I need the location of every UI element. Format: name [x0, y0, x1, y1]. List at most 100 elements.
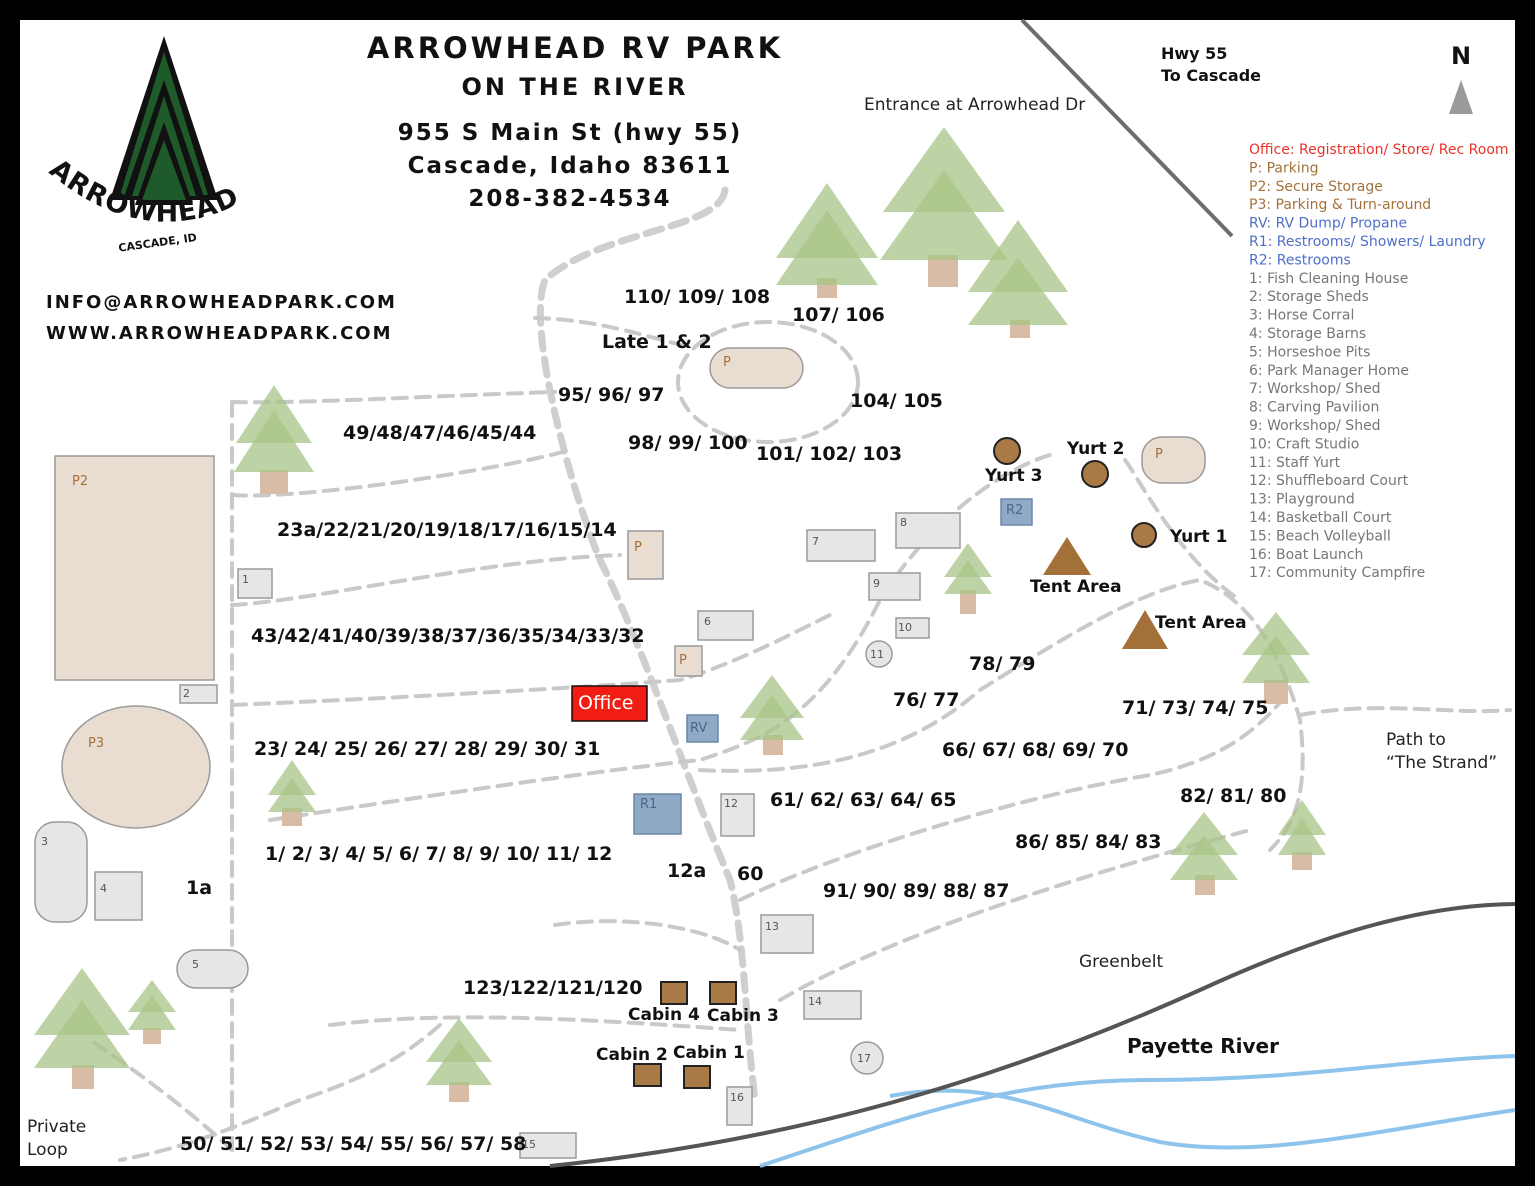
- building-7[interactable]: [806, 529, 876, 562]
- building-3-label: 3: [41, 835, 48, 848]
- legend-item: 1: Fish Cleaning House: [1249, 271, 1408, 287]
- yurt-3[interactable]: [993, 437, 1021, 465]
- building-3[interactable]: [34, 821, 88, 923]
- site-label[interactable]: 76/ 77: [893, 689, 959, 711]
- building-10[interactable]: [895, 617, 930, 639]
- site-label[interactable]: Late 1 & 2: [602, 331, 712, 353]
- site-label[interactable]: 12a: [667, 860, 706, 882]
- site-label[interactable]: 95/ 96/ 97: [558, 384, 664, 406]
- rv-label: RV: [690, 721, 707, 736]
- site-label[interactable]: 23a/22/21/20/19/18/17/16/15/14: [277, 519, 617, 541]
- highway-55: [1020, 18, 1234, 238]
- building-9[interactable]: [868, 572, 921, 601]
- building-1[interactable]: [237, 568, 273, 599]
- tent-area-label: Tent Area: [1155, 613, 1247, 633]
- tree-icon: [1170, 812, 1238, 895]
- website-link[interactable]: WWW.ARROWHEADPARK.COM: [46, 323, 393, 344]
- site-label[interactable]: 71/ 73/ 74/ 75: [1122, 697, 1268, 719]
- legend-item: 7: Workshop/ Shed: [1249, 381, 1381, 397]
- site-label[interactable]: 49/48/47/46/45/44: [343, 422, 536, 444]
- building-6-label: 6: [704, 615, 711, 628]
- building-13[interactable]: [760, 914, 814, 954]
- legend-item: 9: Workshop/ Shed: [1249, 418, 1381, 434]
- legend-item: RV: RV Dump/ Propane: [1249, 216, 1407, 232]
- cabin-3[interactable]: [709, 981, 737, 1005]
- legend-item: 15: Beach Volleyball: [1249, 528, 1391, 544]
- tree-icon: [944, 543, 992, 614]
- legend-item: P2: Secure Storage: [1249, 179, 1383, 195]
- site-label[interactable]: 107/ 106: [792, 304, 885, 326]
- parking-lot[interactable]: [627, 530, 664, 580]
- phone-number: 208-382-4534: [468, 186, 671, 212]
- tent-icon[interactable]: [1122, 610, 1168, 649]
- office-building[interactable]: [571, 685, 648, 722]
- site-label[interactable]: 60: [737, 863, 763, 885]
- building-4-label: 4: [100, 882, 107, 895]
- building-2[interactable]: [179, 684, 218, 704]
- site-label[interactable]: 91/ 90/ 89/ 88/ 87: [823, 880, 1009, 902]
- site-label[interactable]: 110/ 109/ 108: [624, 286, 770, 308]
- building-16-label: 16: [730, 1091, 744, 1104]
- tent-area-label: Tent Area: [1030, 577, 1122, 597]
- building-12[interactable]: [720, 793, 755, 837]
- building-11[interactable]: [865, 640, 893, 668]
- parking-label: P: [1155, 447, 1163, 462]
- building-16[interactable]: [726, 1086, 753, 1126]
- legend-item: R1: Restrooms/ Showers/ Laundry: [1249, 234, 1486, 250]
- cabin-3-label: Cabin 3: [707, 1006, 779, 1026]
- p2-secure-storage[interactable]: [54, 455, 215, 681]
- site-label[interactable]: 98/ 99/ 100: [628, 432, 748, 454]
- building-17[interactable]: [850, 1041, 884, 1075]
- yurt-1[interactable]: [1131, 522, 1157, 548]
- site-label[interactable]: 61/ 62/ 63/ 64/ 65: [770, 789, 956, 811]
- office-label: Office: [578, 692, 633, 714]
- cabin-2[interactable]: [633, 1063, 662, 1087]
- site-label[interactable]: 123/122/121/120: [463, 977, 642, 999]
- tree-icon: [268, 760, 316, 826]
- r2-restrooms[interactable]: [1000, 498, 1033, 526]
- parking-lot[interactable]: [1141, 436, 1206, 484]
- site-label[interactable]: 82/ 81/ 80: [1180, 785, 1286, 807]
- arrowhead-logo: ARROWHEAD CASCADE, ID: [44, 36, 243, 255]
- building-15[interactable]: [519, 1132, 577, 1159]
- site-label[interactable]: 23/ 24/ 25/ 26/ 27/ 28/ 29/ 30/ 31: [254, 738, 600, 760]
- park-title: ARROWHEAD RV PARK: [367, 31, 783, 65]
- path-destination-label: “The Strand”: [1386, 753, 1497, 773]
- tent-icon[interactable]: [1043, 537, 1091, 575]
- site-label[interactable]: 78/ 79: [969, 653, 1035, 675]
- yurt-2[interactable]: [1081, 460, 1109, 488]
- p2-label: P2: [72, 474, 88, 489]
- site-label[interactable]: 101/ 102/ 103: [756, 443, 902, 465]
- greenbelt-label: Greenbelt: [1079, 952, 1163, 972]
- rv-dump-propane[interactable]: [686, 714, 719, 743]
- p3-parking-turnaround[interactable]: [61, 705, 211, 829]
- cabin-4[interactable]: [660, 981, 688, 1005]
- email-link[interactable]: INFO@ARROWHEADPARK.COM: [46, 292, 397, 313]
- site-label[interactable]: 86/ 85/ 84/ 83: [1015, 831, 1161, 853]
- address-city: Cascade, Idaho 83611: [408, 153, 733, 179]
- entrance-label: Entrance at Arrowhead Dr: [864, 95, 1085, 115]
- north-arrow-icon: [1449, 80, 1473, 114]
- parking-lot[interactable]: [674, 645, 703, 677]
- parking-lot[interactable]: [709, 347, 804, 389]
- building-5[interactable]: [176, 949, 249, 989]
- r1-restrooms-showers-laundry[interactable]: [633, 793, 682, 835]
- building-6[interactable]: [697, 610, 754, 641]
- site-label[interactable]: 66/ 67/ 68/ 69/ 70: [942, 739, 1128, 761]
- building-5-label: 5: [192, 958, 199, 971]
- site-label[interactable]: 43/42/41/40/39/38/37/36/35/34/33/32: [251, 625, 645, 647]
- building-7-label: 7: [812, 535, 819, 548]
- cabin-1[interactable]: [683, 1065, 711, 1089]
- site-label[interactable]: 104/ 105: [850, 390, 943, 412]
- legend-item: P: Parking: [1249, 160, 1319, 176]
- site-label[interactable]: 1a: [186, 877, 212, 899]
- building-8[interactable]: [895, 512, 961, 549]
- payette-river-bank: [889, 1088, 1516, 1150]
- building-14-label: 14: [808, 995, 822, 1008]
- site-label[interactable]: 50/ 51/ 52/ 53/ 54/ 55/ 56/ 57/ 58: [180, 1133, 526, 1155]
- tree-icon: [740, 675, 804, 755]
- building-4[interactable]: [94, 871, 143, 921]
- building-14[interactable]: [803, 990, 862, 1020]
- building-9-label: 9: [873, 577, 880, 590]
- site-label[interactable]: 1/ 2/ 3/ 4/ 5/ 6/ 7/ 8/ 9/ 10/ 11/ 12: [265, 843, 612, 865]
